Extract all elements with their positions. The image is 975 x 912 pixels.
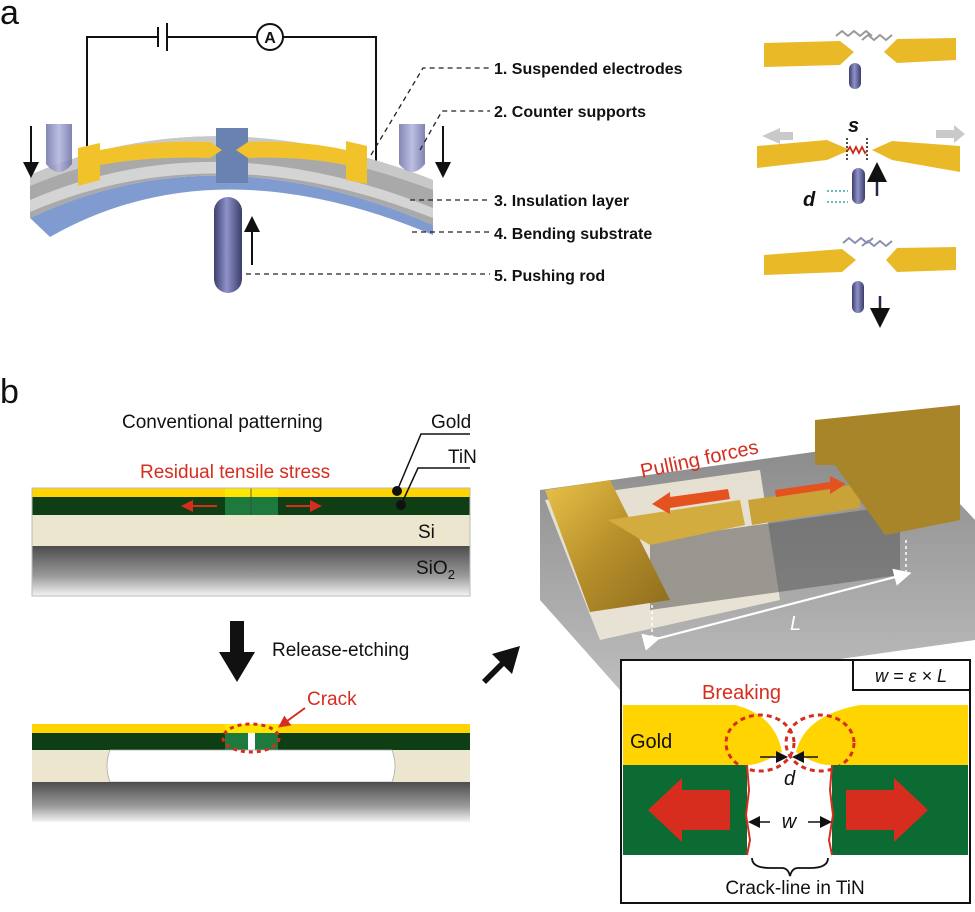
left-gold-pad (545, 480, 670, 612)
right-counter-support (399, 124, 425, 172)
left-bridge (608, 500, 745, 545)
crack-line-label: Crack-line in TiN (725, 878, 864, 899)
sequence-step-2: s d (757, 115, 965, 211)
panel-b-letter: b (0, 373, 19, 411)
conventional-patterning-title: Conventional patterning (122, 412, 323, 433)
left-electrode (78, 141, 222, 186)
d-label: d (803, 189, 816, 211)
label-insulation-layer: 3. Insulation layer (494, 193, 629, 210)
layer-stack-conventional: Si SiO2 (31, 433, 471, 597)
right-force-arrow-icon (846, 778, 928, 842)
tin-layer-label: TiN (448, 447, 477, 468)
right-gold-pad (815, 405, 960, 535)
left-pull-arrow-icon (652, 489, 730, 514)
length-label: L (790, 613, 801, 635)
label-suspended-electrodes: 1. Suspended electrodes (494, 61, 683, 78)
gold-layer-label: Gold (431, 412, 471, 433)
panel-a-labels: 1. Suspended electrodes 2. Counter suppo… (494, 61, 683, 285)
panel-a-letter: a (0, 0, 19, 32)
leader-lines (246, 67, 490, 275)
release-etching-label: Release-etching (272, 640, 409, 661)
layer-stack-released: Crack (32, 689, 470, 822)
right-pull-arrow-icon (775, 476, 846, 497)
release-etching-step: Release-etching (219, 621, 409, 682)
counter-supports (23, 124, 451, 178)
crack-arrow-icon (278, 707, 306, 728)
crack-inset: w = ε × L Breaking Gold d w Crack-line i… (620, 659, 971, 904)
length-arrow-icon (641, 568, 912, 651)
bending-beam (30, 128, 433, 237)
left-pull-arrow-icon (762, 128, 793, 144)
sio2-layer-label: SiO2 (416, 558, 455, 582)
left-force-arrow-icon (648, 778, 730, 842)
circuit: A (86, 23, 377, 162)
label-counter-supports: 2. Counter supports (494, 104, 646, 121)
sequence-step-1 (764, 29, 956, 89)
d-gap-label: d (784, 768, 796, 790)
formula-label: w = ε × L (875, 666, 947, 686)
residual-stress-label: Residual tensile stress (140, 462, 330, 483)
right-bridge (748, 484, 860, 525)
breaking-label: Breaking (702, 682, 781, 704)
w-width-label: w (782, 811, 798, 833)
s-label: s (848, 115, 859, 137)
sequence-step-3 (764, 236, 956, 328)
pushing-rod (214, 197, 260, 293)
spring-icon (835, 29, 873, 38)
inset-gold-label: Gold (630, 731, 672, 753)
label-pushing-rod: 5. Pushing rod (494, 268, 605, 285)
spring-icon (846, 144, 868, 156)
right-pull-arrow-icon (936, 125, 965, 143)
label-bending-substrate: 4. Bending substrate (494, 226, 652, 243)
ammeter-label: A (264, 30, 276, 47)
right-electrode (236, 141, 367, 184)
device-3d: Pulling forces L (540, 405, 975, 690)
si-layer-label: Si (418, 522, 435, 543)
left-counter-support (46, 124, 72, 172)
bending-substrate (30, 175, 433, 237)
brace-icon (751, 857, 829, 877)
crack-label: Crack (307, 689, 357, 710)
crack-highlight (221, 722, 281, 754)
down-arrow-icon (219, 621, 255, 682)
diagonal-arrow-icon (482, 646, 520, 684)
